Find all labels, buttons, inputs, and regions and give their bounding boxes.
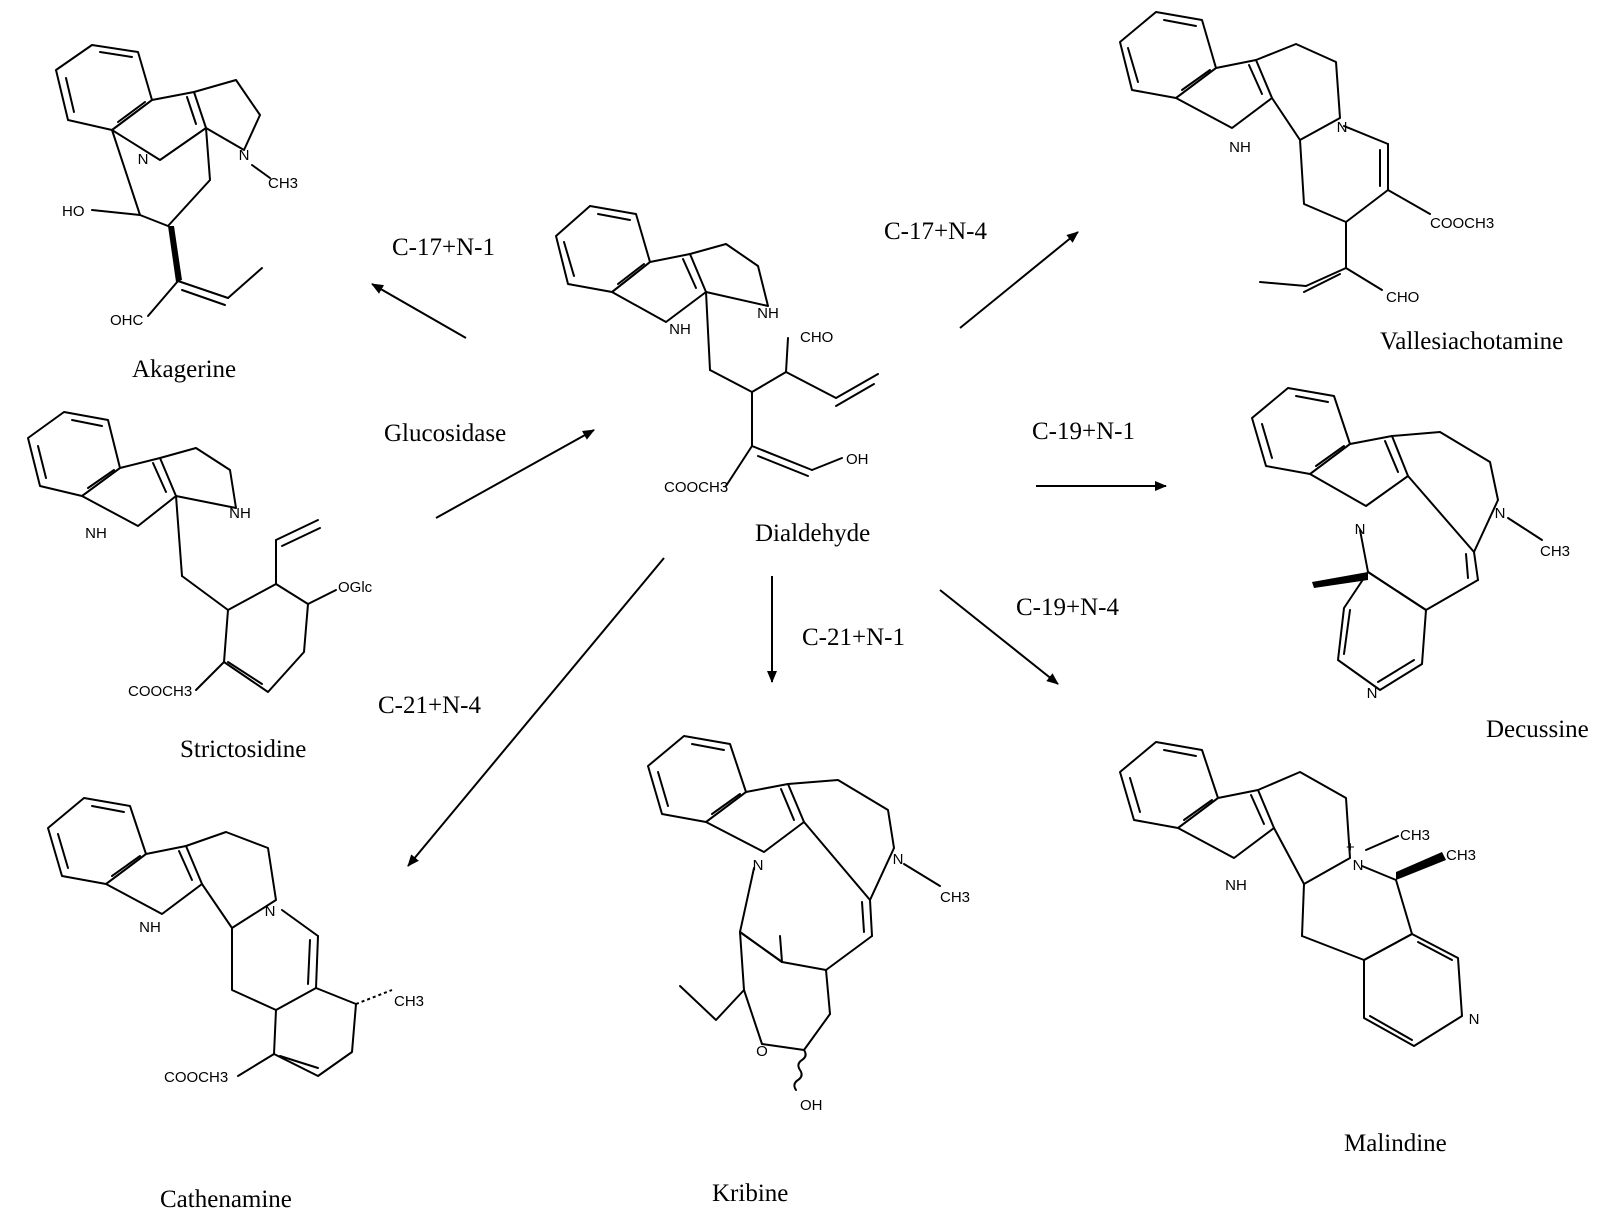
label-kribine: Kribine <box>712 1180 789 1207</box>
decussine-structure: N N CH3 N <box>1251 387 1570 702</box>
atom-cho: CHO <box>800 329 833 346</box>
label-c19-n1: C-19+N-1 <box>1032 418 1135 445</box>
atom-o: O <box>756 1043 768 1060</box>
label-c21-n1: C-21+N-1 <box>802 624 905 651</box>
malindine-structure: NH N + CH3 CH3 N <box>1119 741 1480 1047</box>
atom-cooch3: COOCH3 <box>664 479 728 496</box>
atom-n: N <box>138 151 149 168</box>
atom-n: N <box>1367 685 1378 702</box>
atom-cooch3: COOCH3 <box>1430 215 1494 232</box>
dialdehyde-structure: NH NH CHO OH COOCH3 <box>555 205 879 496</box>
arrow-c17-n1 <box>371 283 467 339</box>
cathenamine-hashed-methyl <box>355 989 393 1005</box>
atom-n: N <box>1495 505 1506 522</box>
arrow-c17-n4 <box>959 231 1079 329</box>
atom-ch3: CH3 <box>394 993 424 1010</box>
atom-n: N <box>1355 521 1366 538</box>
atom-ch3: CH3 <box>1540 543 1570 560</box>
akagerine-structure: N N CH3 HO OHC <box>55 44 298 329</box>
atom-n: N <box>1469 1011 1480 1028</box>
atom-cho: CHO <box>1386 289 1419 306</box>
atom-ch3: CH3 <box>940 889 970 906</box>
atom-n: N <box>893 851 904 868</box>
label-strictosidine: Strictosidine <box>180 736 307 763</box>
atom-oh: OH <box>800 1097 823 1114</box>
atom-plus: + <box>1346 839 1355 856</box>
label-vallesiachotamine: Vallesiachotamine <box>1380 328 1564 355</box>
atom-oglc: OGlc <box>338 579 373 596</box>
cathenamine-structure: NH N CH3 COOCH3 <box>47 797 424 1086</box>
atom-cooch3: COOCH3 <box>128 683 192 700</box>
label-malindine: Malindine <box>1344 1130 1447 1157</box>
label-c21-n4: C-21+N-4 <box>378 692 481 719</box>
atom-ch3: CH3 <box>1400 827 1430 844</box>
arrow-c21-n4 <box>407 557 665 867</box>
atom-cooch3: COOCH3 <box>164 1069 228 1086</box>
atom-nh: NH <box>669 321 691 338</box>
atom-oh: OH <box>846 451 869 468</box>
atom-nh: NH <box>1225 877 1247 894</box>
strictosidine-structure: NH NH OGlc COOCH3 <box>27 411 373 700</box>
atom-n: N <box>753 857 764 874</box>
label-c17-n1: C-17+N-1 <box>392 234 495 261</box>
vallesiachotamine-structure: NH N COOCH3 CHO <box>1119 11 1494 306</box>
arrow-glucosidase <box>435 429 595 519</box>
atom-nh: NH <box>757 305 779 322</box>
atom-n: N <box>1337 119 1348 136</box>
atom-nh: NH <box>139 919 161 936</box>
atom-nh: NH <box>229 505 251 522</box>
label-glucosidase: Glucosidase <box>384 420 507 447</box>
kribine-structure: N N CH3 O OH <box>647 735 970 1114</box>
label-dialdehyde: Dialdehyde <box>755 520 871 547</box>
arrow-c19-n4 <box>939 589 1059 685</box>
label-akagerine: Akagerine <box>132 356 237 383</box>
atom-n: N <box>265 903 276 920</box>
label-c17-n4: C-17+N-4 <box>884 218 987 245</box>
atom-nh: NH <box>1229 139 1251 156</box>
label-cathenamine: Cathenamine <box>160 1186 292 1213</box>
atom-ch3: CH3 <box>268 175 298 192</box>
label-decussine: Decussine <box>1486 716 1589 743</box>
label-c19-n4: C-19+N-4 <box>1016 594 1119 621</box>
atom-ohc: OHC <box>110 312 144 329</box>
atom-ch3: CH3 <box>1446 847 1476 864</box>
atom-n: N <box>239 147 250 164</box>
atom-n: N <box>1353 857 1364 874</box>
atom-ho: HO <box>62 203 85 220</box>
atom-nh: NH <box>85 525 107 542</box>
